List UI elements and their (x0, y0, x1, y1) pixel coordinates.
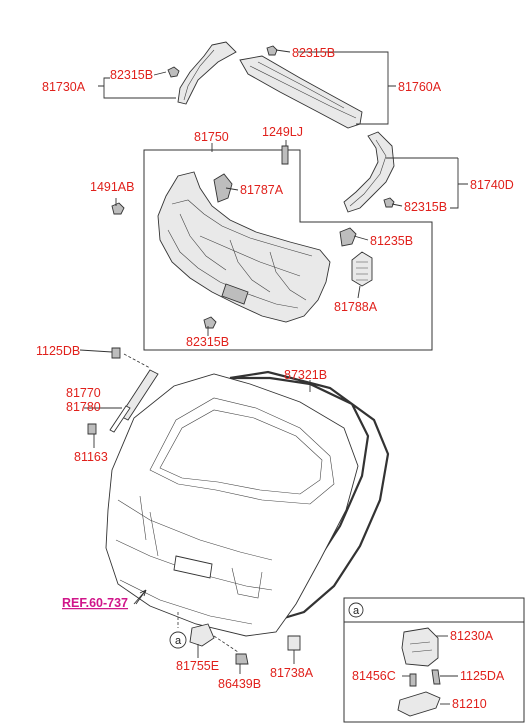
label-81235B: 81235B (370, 234, 413, 248)
ref-arrow (135, 589, 147, 605)
label-81780: 81780 (66, 400, 101, 414)
label-82315B-top: 82315B (292, 46, 335, 60)
label-87321B: 87321B (284, 368, 327, 382)
label-81210: 81210 (452, 697, 487, 711)
label-81787A: 81787A (240, 183, 284, 197)
label-81760A: 81760A (398, 80, 442, 94)
label-81755E: 81755E (176, 659, 219, 673)
label-81456C: 81456C (352, 669, 396, 683)
callout-circle (169, 631, 187, 649)
label-82315B-right: 82315B (404, 200, 447, 214)
tailgate-bottom-parts (177, 612, 301, 665)
label-81788A: 81788A (334, 300, 378, 314)
upper-trim-81760A (239, 45, 363, 129)
label-1491AB: 1491AB (90, 180, 134, 194)
callout-marker-text: a (175, 635, 182, 647)
label-82315B-top-left: 82315B (110, 68, 153, 82)
label-1125DB: 1125DB (36, 344, 80, 358)
label-86439B: 86439B (218, 677, 261, 691)
gas-strut-81770 (87, 347, 159, 435)
latch-detail-box (343, 597, 525, 723)
tailgate-trim-panel-81750 (111, 145, 373, 329)
detail-marker-text: a (353, 605, 360, 617)
label-81740D: 81740D (470, 178, 514, 192)
label-81770: 81770 (66, 386, 101, 400)
label-81163: 81163 (74, 450, 108, 464)
right-pillar-trim-81740D (343, 131, 395, 213)
label-81730A: 81730A (42, 80, 86, 94)
tailgate-outer-panel (105, 373, 359, 637)
label-81738A: 81738A (270, 666, 314, 680)
label-1249LJ: 1249LJ (262, 125, 303, 139)
label-81750: 81750 (194, 130, 229, 144)
leader-lines (79, 49, 468, 674)
label-81230A: 81230A (450, 629, 494, 643)
label-ref-60-737: REF.60-737 (62, 596, 128, 610)
label-82315B-bottom: 82315B (186, 335, 229, 349)
label-1125DA: 1125DA (460, 669, 505, 683)
trim-panel-box (143, 149, 433, 351)
left-pillar-trim-81730A (167, 41, 237, 105)
part-labels: 81730A 82315B 82315B 81760A 81750 1249LJ… (36, 46, 514, 711)
